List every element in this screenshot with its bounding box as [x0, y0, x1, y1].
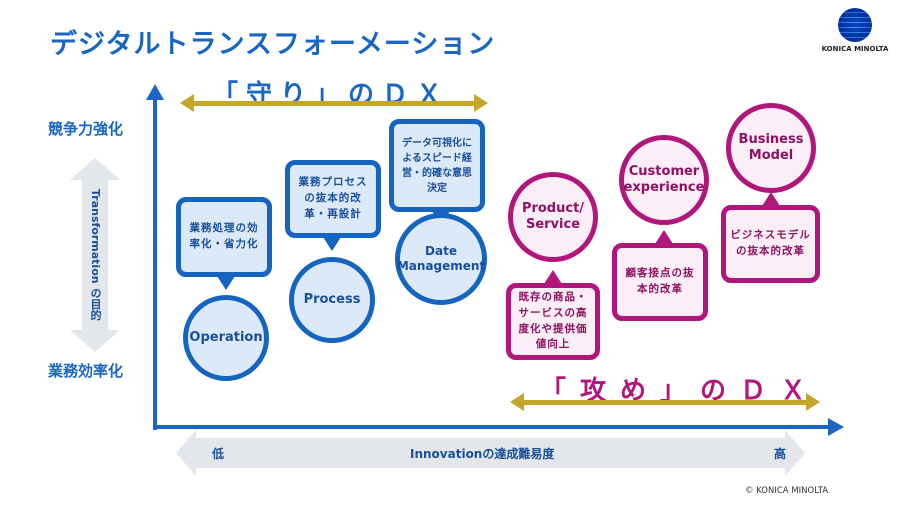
copyright: © KONICA MINOLTA — [745, 486, 829, 496]
bubble-pointer — [762, 192, 780, 206]
product-service-description-box: 既存の商品・サービスの高度化や提供価値向上 — [506, 283, 600, 360]
x-axis-high-label: 高 — [774, 447, 787, 461]
data-management-description-box: データ可視化によるスピード経営・的確な意思決定 — [389, 119, 485, 212]
defense-dx-arrow — [192, 101, 474, 106]
bubble-pointer — [544, 270, 562, 284]
arrow-left-icon — [176, 430, 196, 476]
gold-arrow-right-icon — [474, 94, 488, 112]
arrow-right-icon — [785, 430, 805, 476]
gold-arrow-right-icon — [806, 393, 820, 411]
y-axis-bottom-label: 業務効率化 — [48, 362, 124, 380]
konica-minolta-logo: KONICA MINOLTA — [815, 8, 895, 53]
customer-experience-description-box: 顧客接点の抜本的改革 — [612, 243, 708, 321]
offense-dx-arrow — [522, 400, 806, 405]
process-circle: Process — [289, 257, 375, 343]
bubble-pointer — [217, 276, 235, 290]
business-model-circle: Business Model — [726, 103, 816, 193]
globe-logo-icon — [838, 8, 872, 42]
bubble-pointer — [323, 237, 341, 251]
arrow-down-icon — [70, 330, 120, 352]
product-service-circle: Product/ Service — [508, 172, 598, 262]
purpose-arrow-label: Transformation の目的 — [89, 189, 102, 321]
page-title: デジタルトランスフォーメーション — [50, 29, 496, 60]
business-model-description-box: ビジネスモデルの抜本的改革 — [721, 205, 820, 283]
arrow-up-icon — [70, 158, 120, 180]
innovation-arrow-shaft — [195, 438, 785, 468]
x-axis-low-label: 低 — [212, 447, 225, 461]
customer-experience-circle: Customer experience — [619, 135, 709, 225]
logo-text: KONICA MINOLTA — [821, 45, 889, 53]
x-axis-label: Innovationの達成難易度 — [410, 447, 555, 461]
process-description-box: 業務プロセスの抜本的改革・再設計 — [285, 160, 381, 238]
x-axis-line — [153, 425, 833, 429]
operation-description-box: 業務処理の効率化・省力化 — [176, 197, 272, 277]
data-management-circle: Date Management — [395, 213, 487, 305]
y-axis-line — [153, 98, 157, 430]
y-axis-top-label: 競争力強化 — [48, 120, 124, 138]
operation-circle: Operation — [183, 295, 269, 381]
y-axis-arrowhead — [146, 84, 164, 100]
bubble-pointer — [655, 230, 673, 244]
purpose-arrow-shaft — [82, 180, 108, 330]
x-axis-arrowhead — [828, 418, 844, 436]
gold-arrow-left-icon — [180, 94, 194, 112]
gold-arrow-left-icon — [510, 393, 524, 411]
